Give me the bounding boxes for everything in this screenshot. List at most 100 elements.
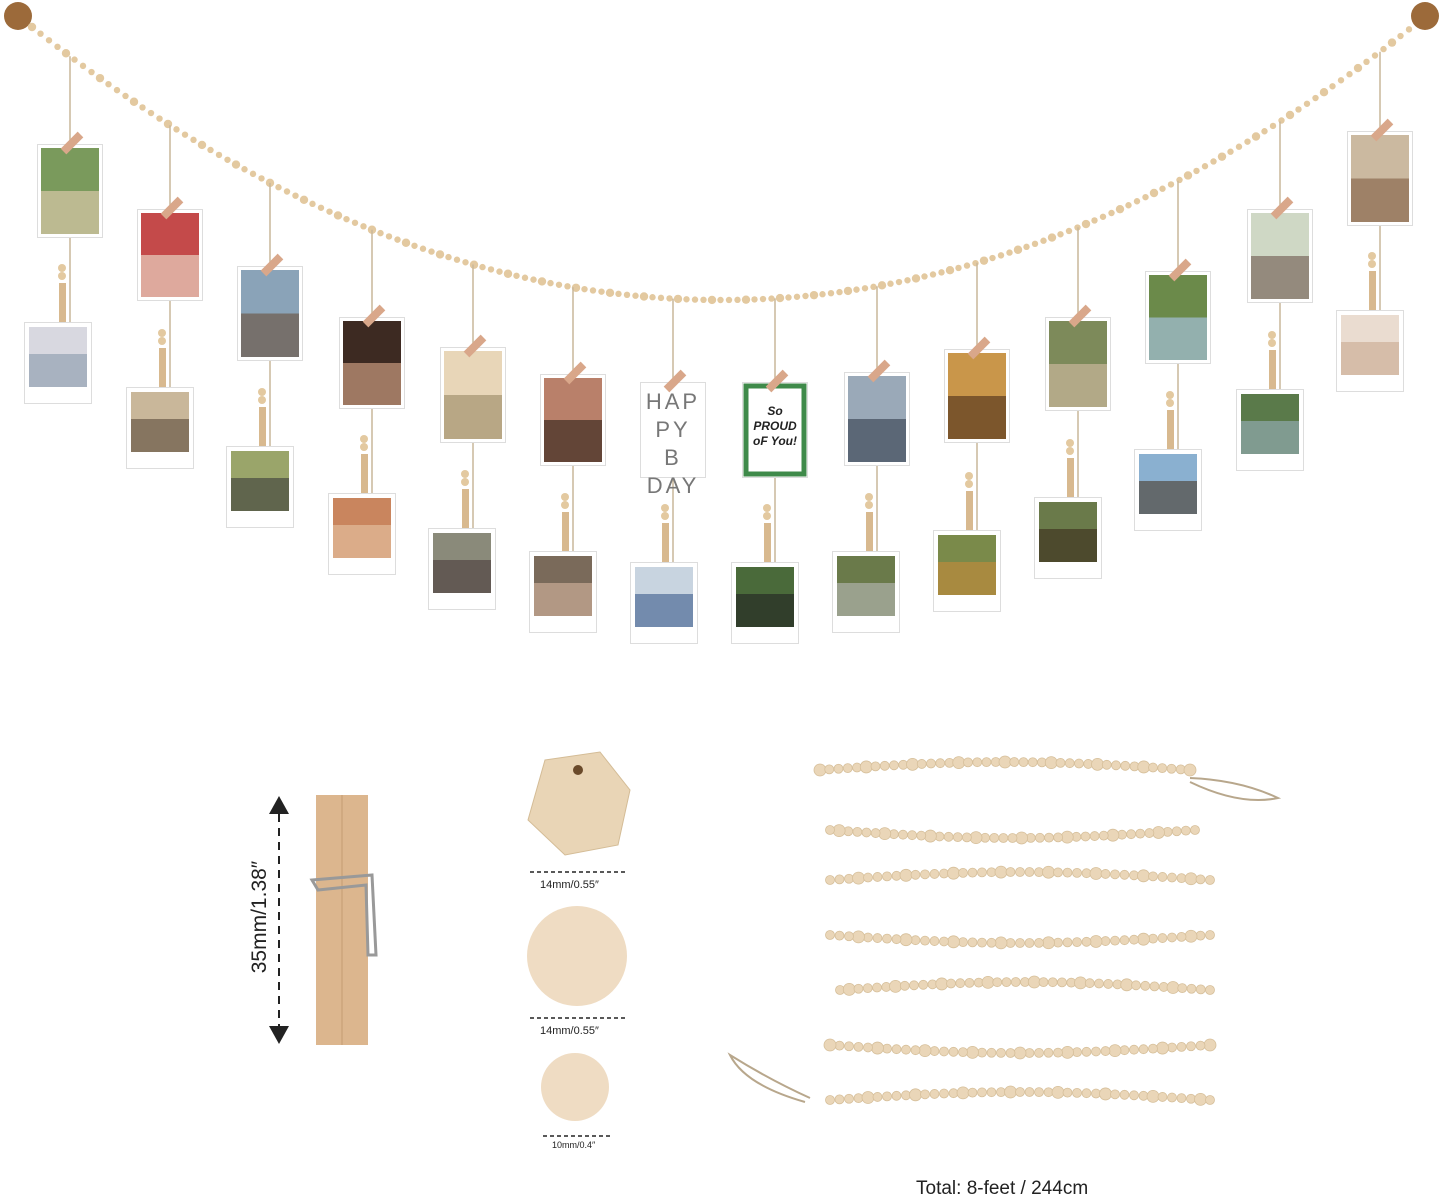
clip: [463, 334, 487, 358]
garland-bead: [537, 277, 547, 286]
garland-bead: [1337, 77, 1345, 84]
garland-bead: [615, 290, 622, 298]
garland-bead: [275, 184, 282, 191]
clip: [867, 359, 891, 383]
strand-bead: [1034, 938, 1044, 948]
garland-bead: [61, 49, 71, 58]
garland-bead: [700, 296, 707, 304]
strand-bead: [1205, 985, 1215, 995]
garland-bead: [759, 295, 767, 303]
strand-bead: [986, 1087, 997, 1098]
total-length-label: Total: 8-feet / 244cm: [916, 1178, 1089, 1199]
string-bead: [1368, 260, 1376, 268]
garland-bead: [1312, 94, 1319, 102]
strand-bead: [929, 1089, 940, 1099]
strand-bead: [1137, 932, 1150, 946]
strand-bead: [943, 831, 954, 842]
strand-bead: [1194, 1092, 1207, 1106]
strand-loop-left: [727, 1052, 811, 1103]
round-bead-small: [541, 1053, 609, 1121]
strand-bead: [1057, 977, 1067, 988]
clip: [1270, 196, 1294, 220]
strand-bead: [1091, 1046, 1101, 1057]
strand-bead: [872, 1092, 883, 1102]
string-bead: [1166, 399, 1174, 407]
strand-bead: [929, 936, 940, 946]
garland-bead: [401, 238, 411, 247]
garland-bead: [37, 30, 44, 37]
strand-bead: [929, 869, 940, 879]
garland-bead: [530, 276, 537, 283]
string-bead: [965, 472, 973, 480]
garland-bead: [921, 273, 928, 280]
garland-bead: [317, 204, 325, 211]
string-bead: [1066, 439, 1074, 447]
string-bead: [763, 504, 771, 512]
strand-bead: [1081, 1088, 1092, 1099]
string-bead: [661, 504, 669, 512]
strand-bead: [1051, 1085, 1065, 1099]
garland-bead: [1167, 181, 1175, 188]
wood-clip: [361, 454, 368, 494]
strand-bead: [989, 833, 1000, 843]
strand-bead: [1024, 1087, 1035, 1097]
polaroid-detail: [433, 560, 491, 593]
garland-bead: [1346, 71, 1353, 78]
wood-clip: [462, 489, 469, 529]
polaroid-detail: [1139, 481, 1197, 514]
garland-bead: [1040, 237, 1047, 244]
strand-bead: [844, 931, 854, 942]
strand-bead: [1098, 830, 1109, 841]
garland-bead: [1210, 158, 1217, 165]
strand-bead: [1167, 932, 1177, 943]
strand-bead: [1177, 983, 1188, 994]
wood-clip: [159, 348, 166, 388]
garland-bead: [775, 293, 785, 303]
wall-knob-right: [1411, 2, 1439, 30]
garland-bead: [861, 285, 869, 292]
strand-bead: [825, 930, 835, 940]
garland-bead: [469, 260, 479, 269]
photo-detail: [444, 395, 502, 439]
strand-bead: [909, 1088, 922, 1102]
strand-bead: [996, 1048, 1006, 1058]
garland-bead: [1217, 152, 1227, 161]
strand-bead: [1166, 763, 1177, 774]
garland-bead: [632, 292, 639, 299]
strand-bead: [955, 978, 966, 989]
strand-bead: [1024, 867, 1035, 877]
strand-bead: [1148, 1043, 1158, 1054]
strand-bead: [853, 983, 864, 994]
strand-bead: [1103, 979, 1114, 989]
garland-bead: [929, 271, 937, 278]
garland-bead: [258, 175, 265, 182]
strand-bead: [825, 1095, 835, 1105]
garland-bead: [249, 170, 257, 178]
strand-bead: [1062, 1087, 1073, 1098]
garland-bead: [1227, 148, 1234, 155]
wood-clip: [1269, 350, 1276, 390]
garland-bead: [819, 291, 826, 298]
garland-bead: [503, 269, 513, 278]
strand-bead: [910, 869, 921, 880]
clip: [663, 369, 687, 393]
strand-bead: [1166, 981, 1180, 994]
strand-bead: [1015, 831, 1029, 845]
wood-clip: [59, 283, 66, 323]
proud-card-text: So PROUD oF You!: [753, 404, 797, 448]
clip: [260, 253, 284, 277]
strand-bead: [861, 1091, 875, 1104]
garland-bead: [1363, 58, 1370, 66]
strand-bead: [1137, 869, 1150, 883]
garland-bead: [589, 287, 597, 294]
garland-bead: [156, 115, 163, 122]
strand-bead: [1055, 757, 1066, 768]
photo-detail: [1149, 317, 1207, 360]
strand-bead: [1027, 975, 1041, 989]
garland-bead: [1125, 202, 1132, 209]
strand-bead: [1149, 981, 1160, 992]
garland-bead: [598, 288, 605, 295]
garland-bead: [95, 73, 105, 83]
strand-bead: [1144, 828, 1155, 838]
